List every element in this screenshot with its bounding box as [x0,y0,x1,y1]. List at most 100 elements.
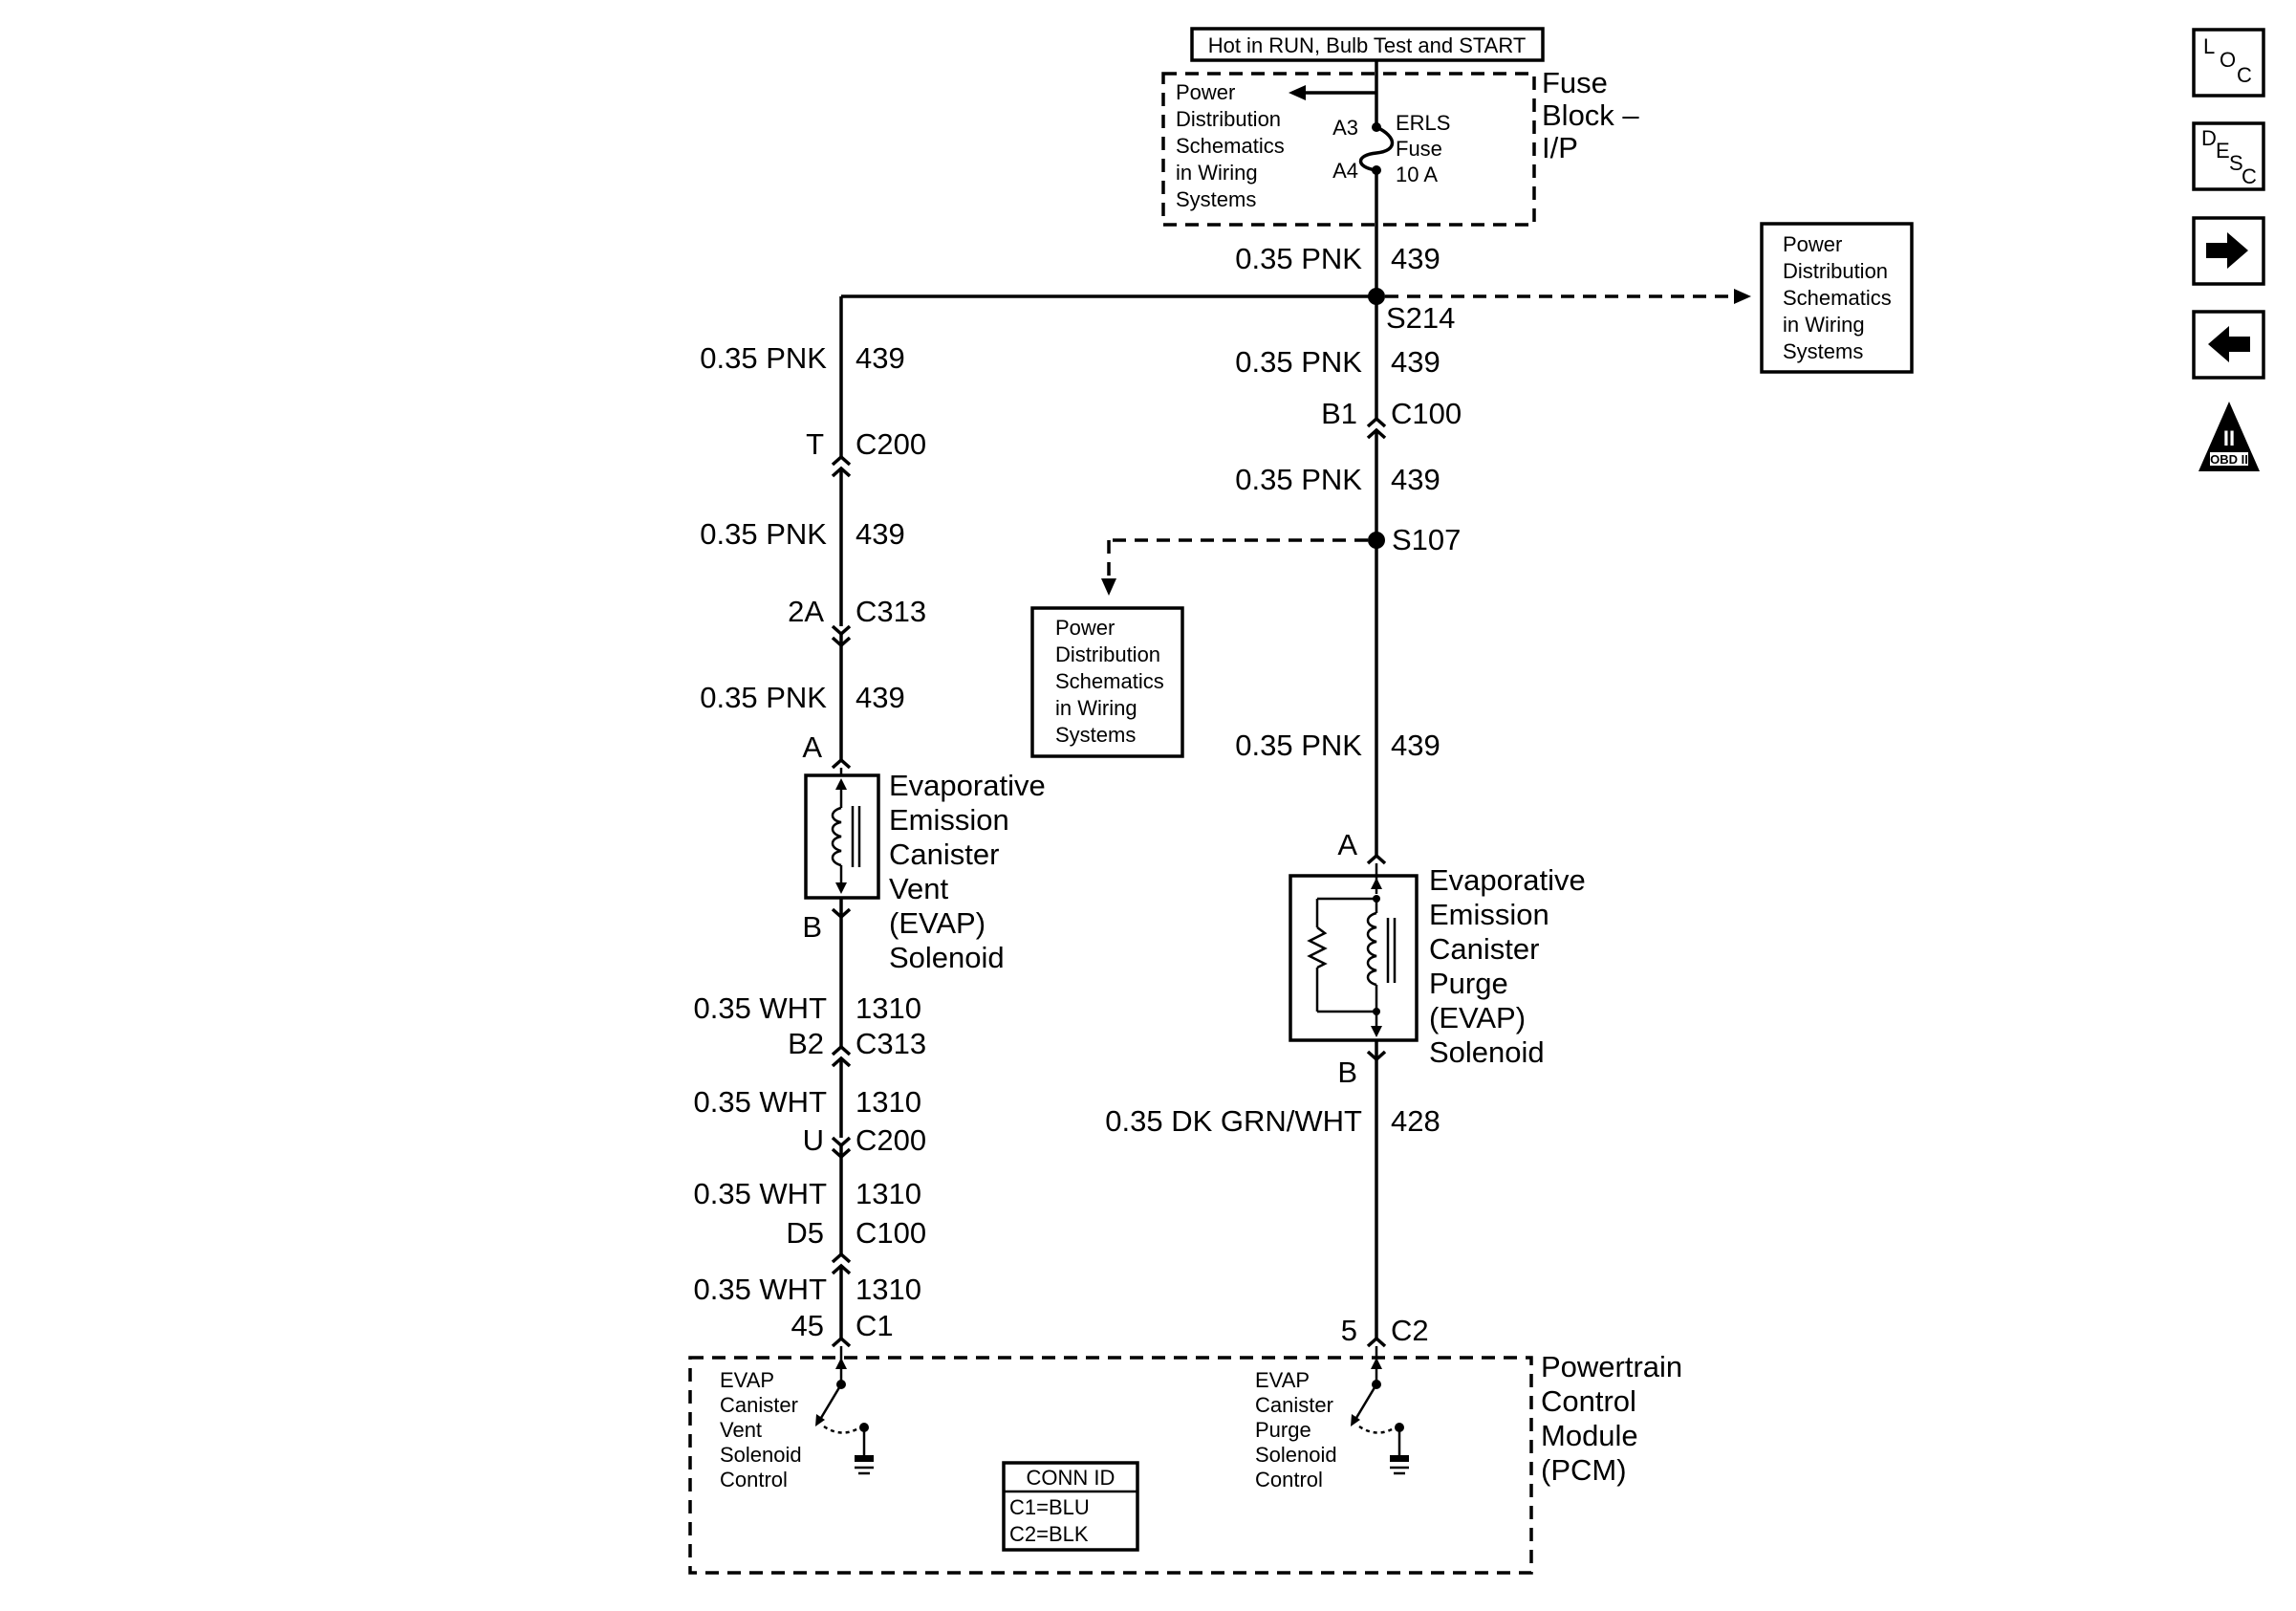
left-wire2-label: 0.35 PNK [700,517,827,551]
loc-o: O [2220,48,2236,72]
fuse-pd-line-2: Distribution [1176,107,1281,131]
purge-control-3: Purge [1255,1418,1311,1442]
arrow-right-icon [1734,289,1751,304]
pd-right-2: Distribution [1783,259,1888,283]
next-button[interactable] [2192,216,2265,286]
purge-name-1: Evaporative [1429,863,1586,897]
arrow-left-icon [1289,85,1306,100]
right-wire5-label: 0.35 DK GRN/WHT [1105,1104,1362,1138]
arrow-right-icon [2206,232,2248,269]
right-wire2-label: 0.35 PNK [1235,345,1362,379]
power-dist-box-mid[interactable] [1030,606,1184,758]
pcm-name-4: (PCM) [1541,1453,1627,1487]
obd-ii-button[interactable]: II OBD II [2199,402,2260,471]
left-wire6-label: 0.35 WHT [693,1177,827,1210]
c200-bottom-pin: U [803,1123,824,1157]
c1-connector: C1 [856,1309,894,1342]
purge-control-switch-icon [1351,1346,1404,1455]
conn-id-row-1: C1=BLU [1009,1495,1090,1519]
pd-mid-2: Distribution [1055,642,1160,666]
right-wire3-circuit: 439 [1391,463,1440,496]
desc-s: S [2229,151,2243,175]
pcm-name-2: Control [1541,1384,1636,1418]
purge-control-2: Canister [1255,1393,1333,1417]
right-wire5-circuit: 428 [1391,1104,1440,1138]
c2-pin: 5 [1341,1314,1357,1347]
purge-control-5: Control [1255,1468,1323,1491]
left-wire3-label: 0.35 PNK [700,681,827,714]
left-wire3-circuit: 439 [856,681,905,714]
obd-label: OBD II [2210,452,2248,467]
wire-top-circuit: 439 [1391,242,1440,275]
c200-top-pin: T [806,427,824,461]
wire-top-label: 0.35 PNK [1235,242,1362,275]
vent-control-label: EVAP Canister Vent Solenoid Control [720,1368,802,1491]
desc-c: C [2242,164,2257,188]
c100-left-connector: C100 [856,1216,926,1250]
desc-button[interactable]: D E S C [2192,121,2265,191]
left-wire4-circuit: 1310 [856,991,921,1025]
ground-icon [855,1455,874,1475]
c200-bottom-connector: C200 [856,1123,926,1157]
vent-solenoid-name: Evaporative Emission Canister Vent (EVAP… [889,769,1046,974]
fuse-block-title-2: Block – [1542,98,1639,132]
left-wire5-circuit: 1310 [856,1085,921,1119]
splice-s107-label: S107 [1392,523,1461,556]
vent-control-1: EVAP [720,1368,774,1392]
arrow-left-icon [2208,326,2250,362]
obd-numeral: II [2223,426,2235,450]
right-wire4-label: 0.35 PNK [1235,729,1362,762]
pd-mid-5: Systems [1055,723,1136,747]
vent-control-4: Solenoid [720,1443,802,1467]
vent-pin-b: B [802,910,822,944]
purge-name-4: Purge [1429,967,1508,1000]
purge-control-4: Solenoid [1255,1443,1337,1467]
vent-name-4: Vent [889,872,948,905]
purge-solenoid-icon [1307,863,1397,1037]
connector-c2 [1366,1336,1387,1348]
fuse-pd-line-3: Schematics [1176,134,1285,158]
fuse-icon [1358,125,1395,172]
back-button[interactable] [2192,310,2265,380]
left-wire1-label: 0.35 PNK [700,341,827,375]
fuse-name-2: Fuse [1396,137,1442,161]
power-dist-box-right[interactable] [1760,222,1914,374]
loc-button[interactable]: L O C [2192,28,2265,98]
pcm-name-1: Powertrain [1541,1350,1682,1383]
right-wire3-label: 0.35 PNK [1235,463,1362,496]
vent-solenoid-icon [831,768,861,894]
vent-control-switch-icon [815,1346,869,1455]
vent-control-2: Canister [720,1393,798,1417]
left-wire2-circuit: 439 [856,517,905,551]
pcm-name-3: Module [1541,1419,1638,1452]
vent-control-5: Control [720,1468,788,1491]
left-wire4-label: 0.35 WHT [693,991,827,1025]
fuse-pd-line-1: Power [1176,80,1235,104]
conn-id-row-2: C2=BLK [1009,1522,1089,1546]
c100-right-connector: C100 [1391,397,1462,430]
purge-pin-a: A [1337,828,1357,861]
conn-id-title: CONN ID [1027,1466,1116,1490]
vent-name-3: Canister [889,838,999,871]
left-wire1-circuit: 439 [856,341,905,375]
vent-name-1: Evaporative [889,769,1046,802]
splice-s214-label: S214 [1386,301,1455,335]
purge-solenoid-name: Evaporative Emission Canister Purge (EVA… [1429,863,1586,1069]
left-wire6-circuit: 1310 [856,1177,921,1210]
c1-pin: 45 [791,1309,824,1342]
arrow-down-icon [1101,578,1116,596]
hot-label-box [1190,27,1545,62]
left-wire5-label: 0.35 WHT [693,1085,827,1119]
vent-name-5: (EVAP) [889,906,986,940]
ground-icon [1390,1455,1409,1475]
loc-c: C [2237,63,2252,87]
conn-id-box [1002,1461,1139,1552]
fuse-power-dist-text: Power Distribution Schematics in Wiring … [1176,80,1285,211]
purge-name-3: Canister [1429,932,1539,966]
right-wire4-circuit: 439 [1391,729,1440,762]
c100-left-pin: D5 [786,1216,824,1250]
pd-right-5: Systems [1783,339,1863,363]
fuse-name-1: ERLS [1396,111,1450,135]
vent-control-3: Vent [720,1418,762,1442]
